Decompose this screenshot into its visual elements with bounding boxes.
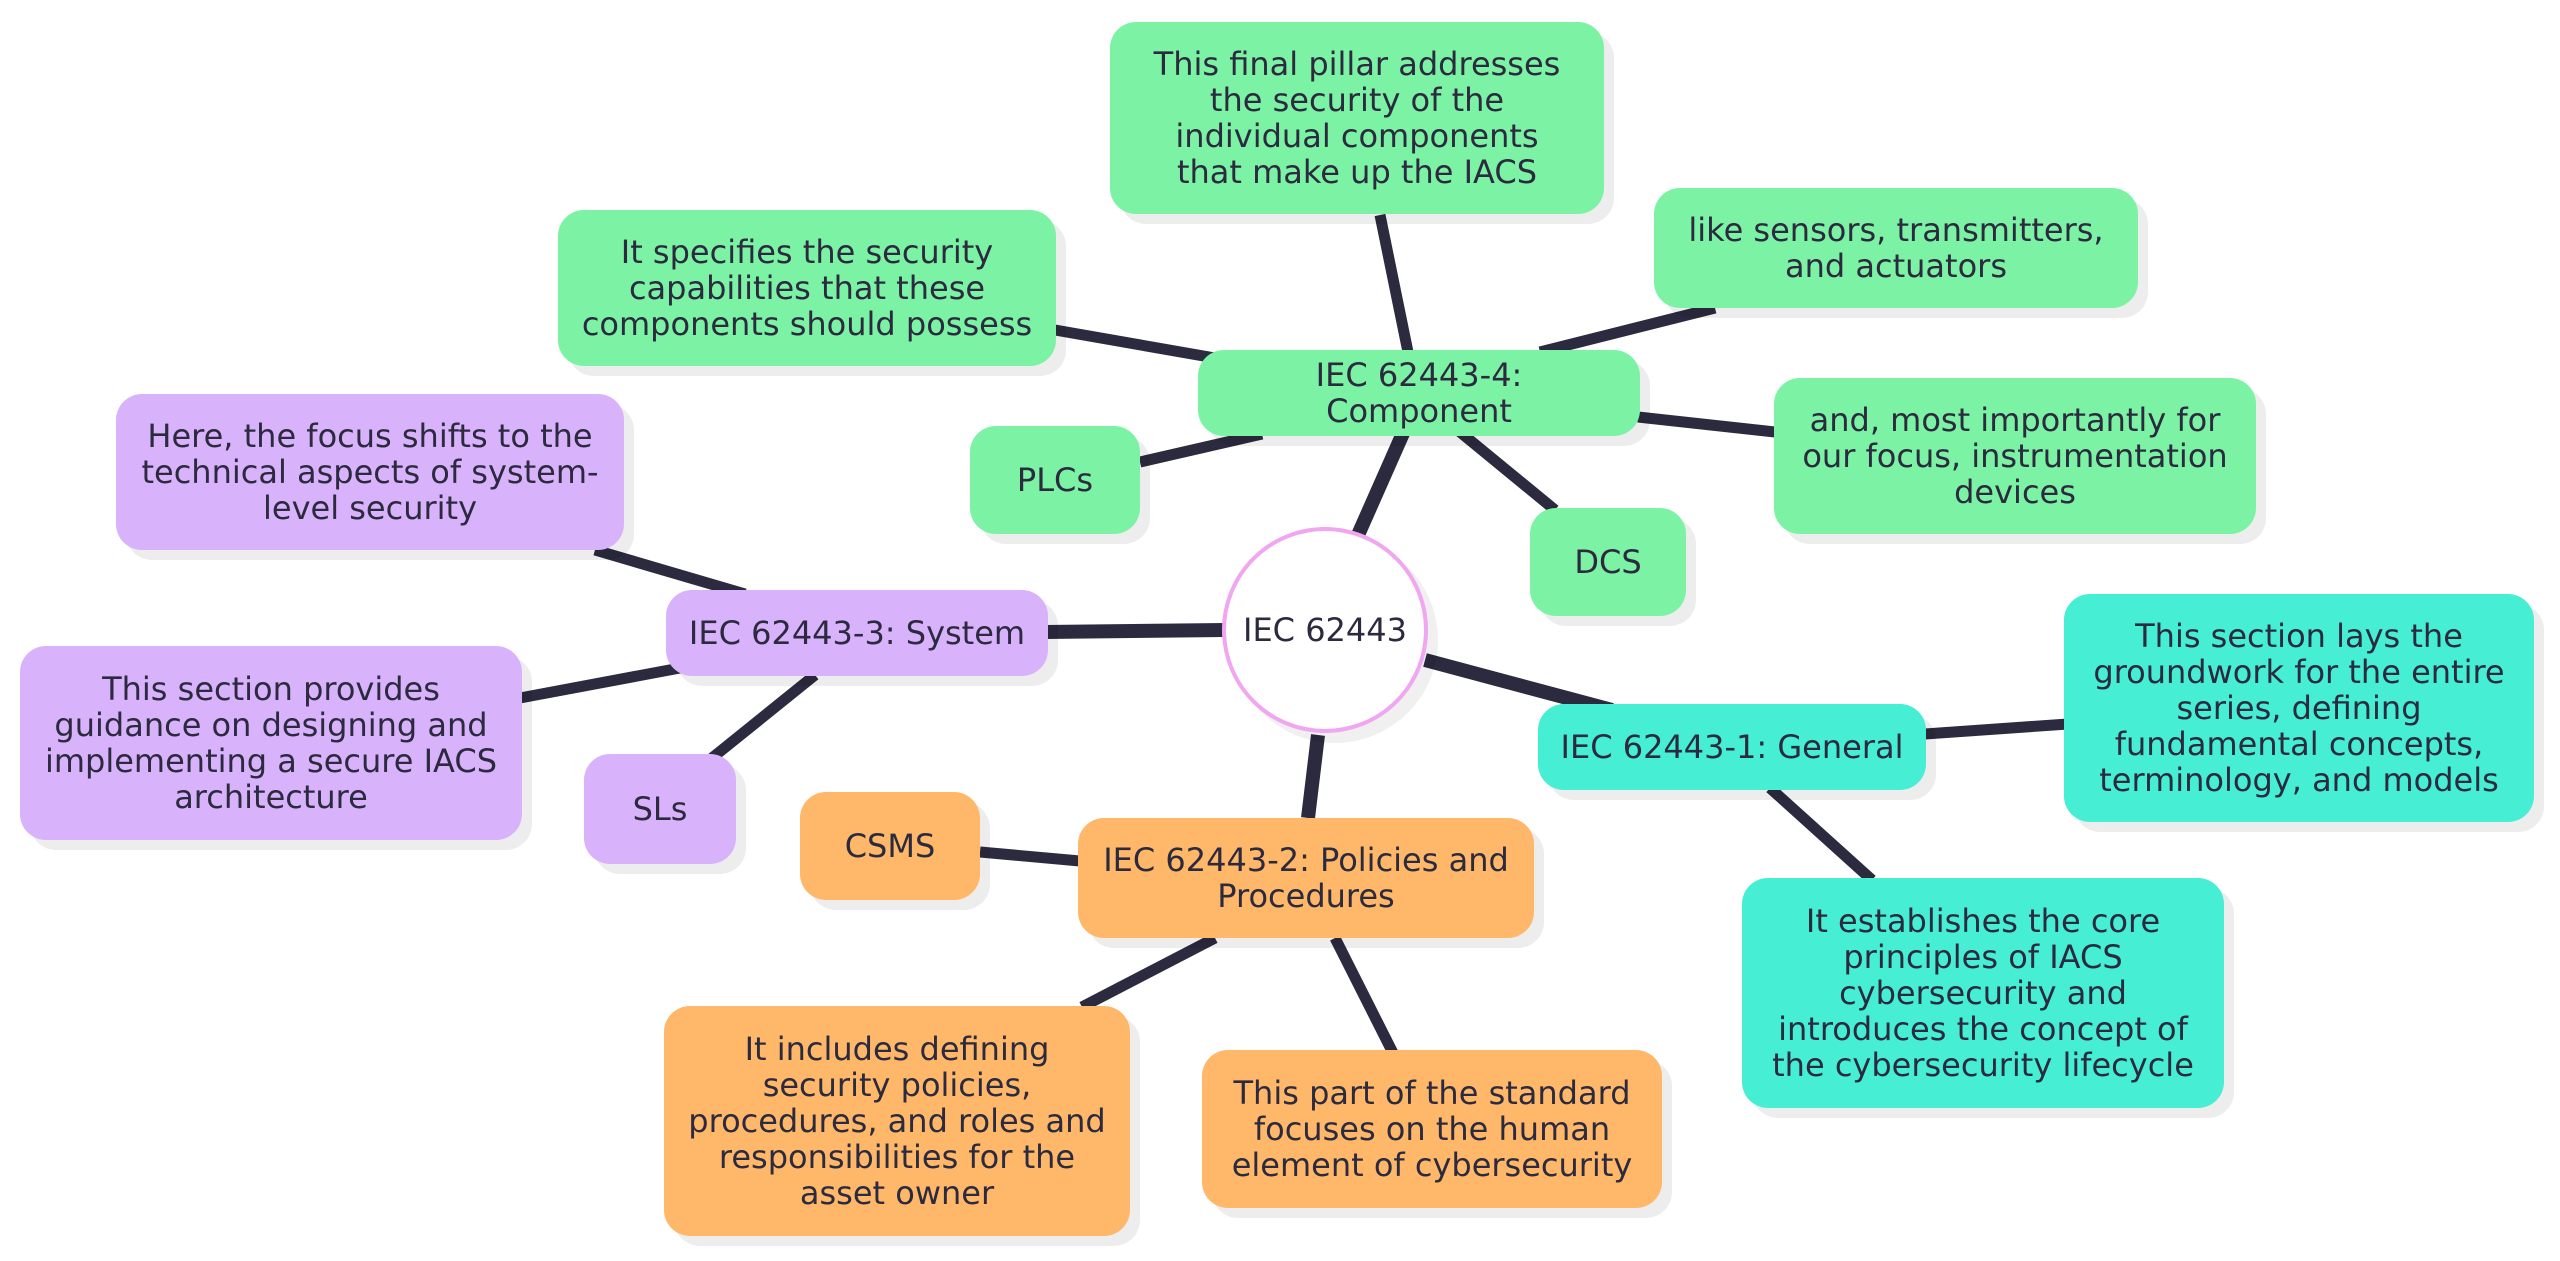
edge-component-plcs [1138,428,1264,468]
policies-includes-text: It includes defining security policies, … [688,1030,1106,1212]
general-groundwork-text: This section lays the groundwork for the… [2093,617,2505,799]
edge-system-guidance [518,662,682,704]
edge-component-instrumentation [1637,411,1776,438]
component-sensors-node[interactable]: like sensors, transmitters, and actuator… [1654,188,2138,308]
policies-includes-node[interactable]: It includes defining security policies, … [664,1006,1130,1236]
edge-root-policies [1301,734,1325,819]
general-principles-text: It establishes the core principles of IA… [1772,902,2194,1084]
component-dcs-node[interactable]: DCS [1530,508,1686,616]
edge-policies-includes [1079,933,1218,1012]
general-node[interactable]: IEC 62443-1: General [1538,704,1926,790]
component-instrumentation-node[interactable]: and, most importantly for our focus, ins… [1774,378,2256,534]
general-node-label: IEC 62443-1: General [1560,728,1904,766]
system-guidance-node[interactable]: This section provides guidance on design… [20,646,522,840]
component-node-label: IEC 62443-4: Component [1315,356,1523,430]
edge-root-component [1351,419,1415,538]
edge-root-system [1044,623,1226,639]
component-capabilities-node[interactable]: It specifies the security capabilities t… [558,210,1056,366]
component-instrumentation-text: and, most importantly for our focus, ins… [1802,401,2228,511]
edge-component-capabilities [1054,324,1216,364]
edge-system-sls [708,670,819,763]
component-capabilities-text: It specifies the security capabilities t… [581,233,1033,343]
edge-root-general [1423,653,1614,717]
component-dcs-text: DCS [1574,543,1642,581]
edge-component-sensors [1538,302,1717,358]
system-node-label: IEC 62443-3: System [688,614,1026,652]
root-node[interactable]: IEC 62443 [1222,527,1428,733]
system-guidance-text: This section provides guidance on design… [44,670,498,816]
policies-node-label: IEC 62443-2: Policies and Procedures [1103,841,1509,915]
policies-csms-node[interactable]: CSMS [800,792,980,900]
policies-csms-text: CSMS [844,827,936,865]
component-plcs-node[interactable]: PLCs [970,426,1140,534]
edge-system-focus [593,544,747,600]
system-focus-node[interactable]: Here, the focus shifts to the technical … [116,394,624,550]
policies-human-text: This part of the standard focuses on the… [1231,1074,1633,1184]
general-groundwork-node[interactable]: This section lays the groundwork for the… [2064,594,2534,822]
edge-component-final-pillar [1374,213,1414,354]
edge-general-principles [1766,783,1876,885]
component-sensors-text: like sensors, transmitters, and actuator… [1688,211,2104,285]
edge-policies-csms [979,846,1081,867]
system-focus-text: Here, the focus shifts to the technical … [141,417,599,527]
component-final-pillar-node[interactable]: This final pillar addresses the security… [1110,22,1604,214]
component-plcs-text: PLCs [1016,461,1094,499]
root-node-label: IEC 62443 [1243,611,1407,649]
component-final-pillar-text: This final pillar addresses the security… [1153,45,1561,191]
edge-policies-human [1330,935,1398,1056]
edge-general-groundwork [1924,718,2069,740]
system-node[interactable]: IEC 62443-3: System [666,590,1048,676]
policies-node[interactable]: IEC 62443-2: Policies and Procedures [1078,818,1534,938]
component-node[interactable]: IEC 62443-4: Component [1198,350,1640,436]
system-sls-node[interactable]: SLs [584,754,736,864]
policies-human-node[interactable]: This part of the standard focuses on the… [1202,1050,1662,1208]
edge-component-dcs [1456,427,1559,515]
system-sls-text: SLs [632,790,688,828]
general-principles-node[interactable]: It establishes the core principles of IA… [1742,878,2224,1108]
